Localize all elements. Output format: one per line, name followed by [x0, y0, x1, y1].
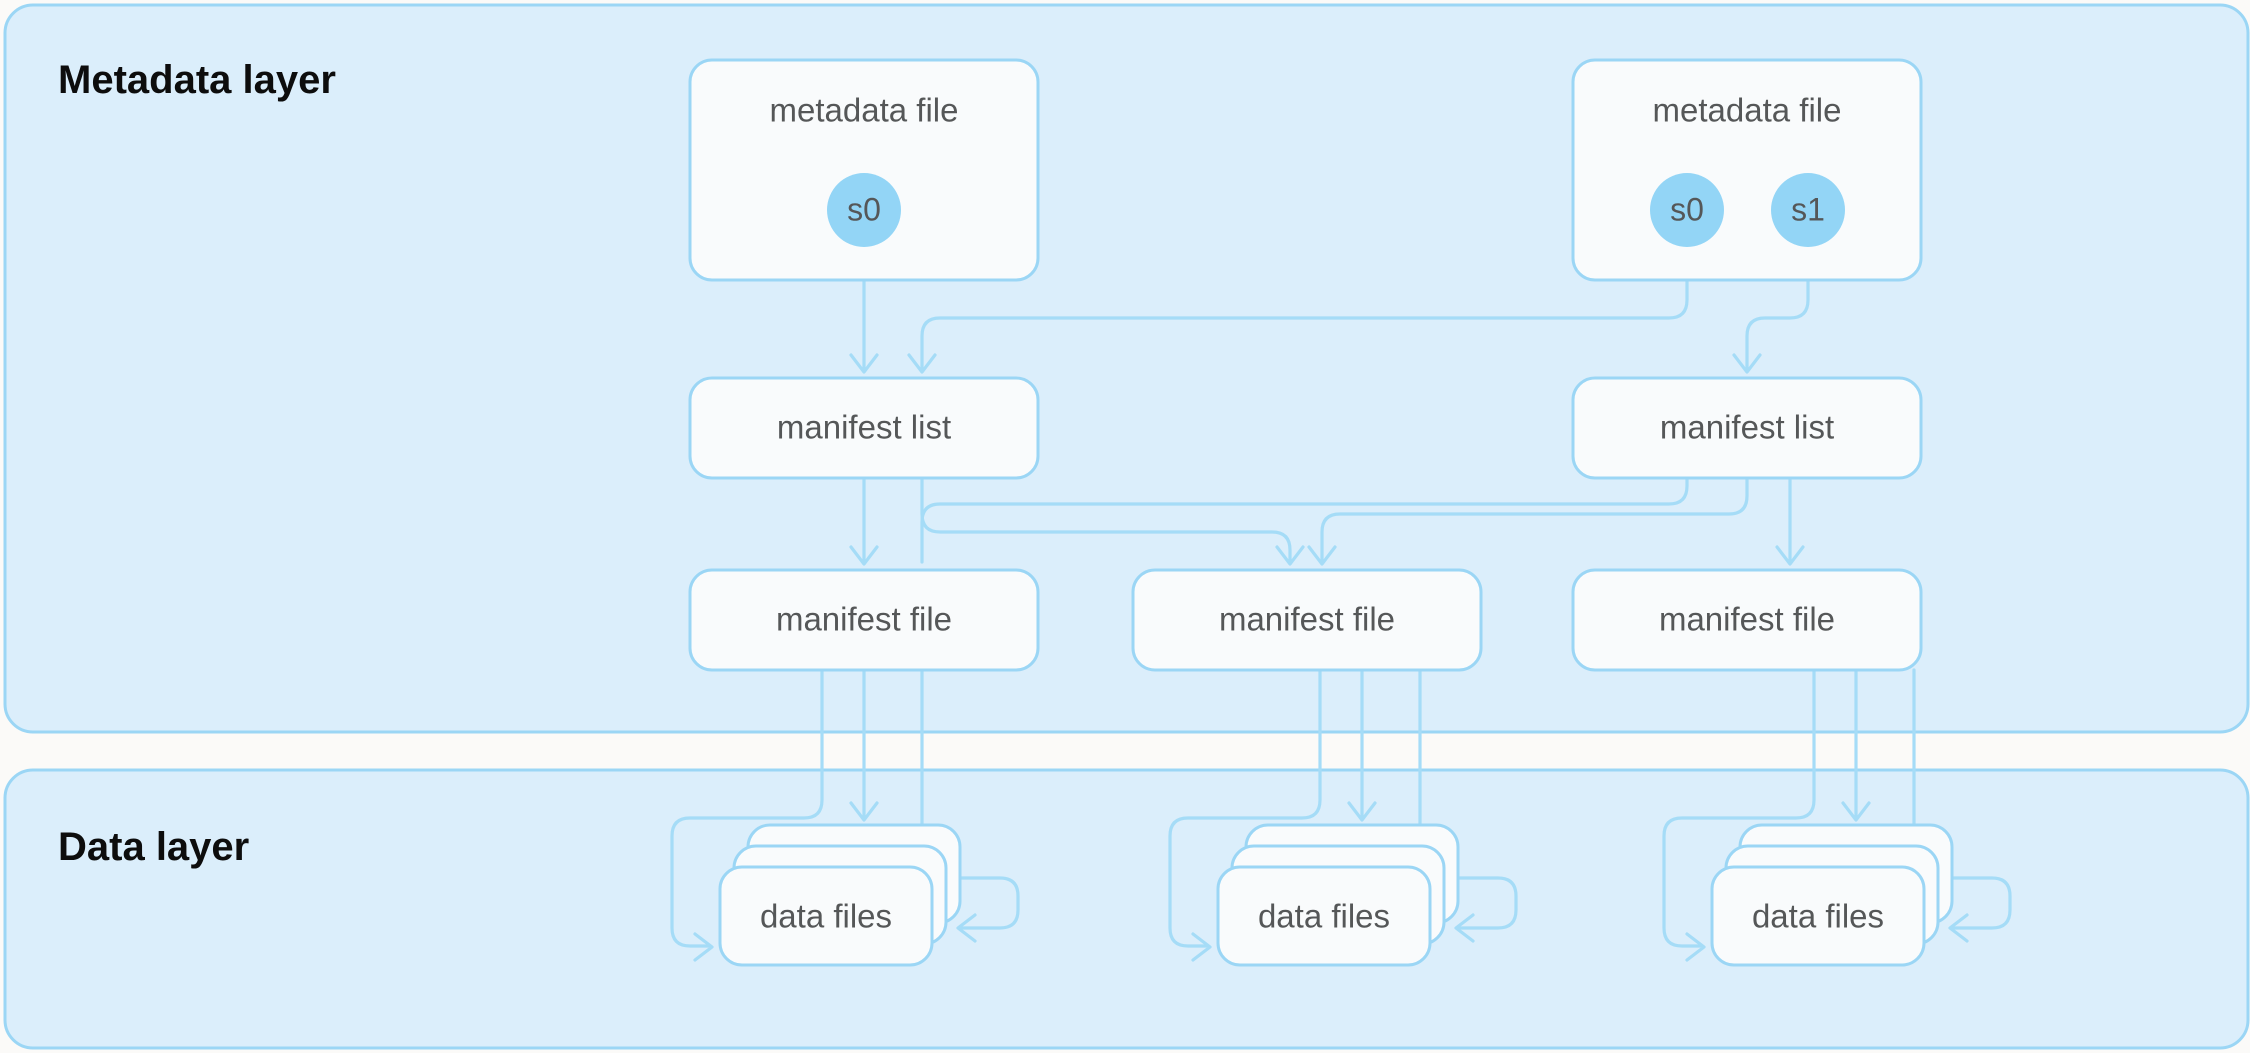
metadata-layer-title: Metadata layer: [58, 58, 336, 102]
edge-arrowhead: [1685, 932, 1706, 962]
data-files-label: data files: [1752, 898, 1884, 935]
edge-arrowhead: [1275, 545, 1305, 566]
manifest-list-left[interactable]: manifest list: [688, 376, 1040, 480]
edges-manifestlist-to-manifestfile: [849, 476, 1805, 566]
edge-mf3-to-df3-loopleft: [1662, 668, 1816, 948]
data-files-card-front[interactable]: [1216, 865, 1432, 967]
manifest-file-2[interactable]: manifest file: [1131, 568, 1483, 672]
edge-mdfright-s0-to-mlleft: [920, 245, 1689, 372]
metadata-file-box[interactable]: [688, 58, 1040, 282]
manifest-file-box[interactable]: [688, 568, 1040, 672]
edge-mlright-to-mf2: [1320, 476, 1749, 564]
snapshot-label: s0: [847, 191, 881, 227]
edge-arrowhead: [849, 353, 879, 374]
snapshot-s1[interactable]: s1: [1771, 173, 1845, 247]
manifest-list-box[interactable]: [1571, 376, 1923, 480]
data-files-label: data files: [760, 898, 892, 935]
edge-arrowhead: [1347, 801, 1377, 822]
manifest-file-label: manifest file: [1659, 601, 1835, 638]
edge-arrowhead: [1732, 353, 1762, 374]
edge-arrowhead: [849, 545, 879, 566]
snapshot-s0[interactable]: s0: [827, 173, 901, 247]
data-files-stack-1[interactable]: data files: [718, 823, 962, 967]
edge-arrowhead: [907, 353, 937, 374]
edge-arrowhead: [956, 913, 977, 943]
edge-arrowhead: [1454, 913, 1475, 943]
snapshot-label: s1: [1791, 191, 1825, 227]
data-files-card-front[interactable]: [718, 865, 934, 967]
edges-metadata-to-manifestlist: [849, 245, 1810, 374]
data-files-stack-3[interactable]: data files: [1710, 823, 1954, 967]
metadata-file-label: metadata file: [770, 92, 959, 129]
edge-mdfright-s1-to-mlright: [1745, 245, 1810, 372]
data-files-stack-2[interactable]: data files: [1216, 823, 1460, 967]
edge-arrowhead: [1841, 801, 1871, 822]
manifest-file-3[interactable]: manifest file: [1571, 568, 1923, 672]
snapshot-label: s0: [1670, 191, 1704, 227]
edge-arrowhead: [693, 932, 714, 962]
edge-arrowhead: [1307, 545, 1337, 566]
data-layer-title: Data layer: [58, 825, 249, 869]
snapshot-circle[interactable]: [1771, 173, 1845, 247]
manifest-list-label: manifest list: [777, 409, 951, 446]
metadata-file-label: metadata file: [1653, 92, 1842, 129]
data-files-card-front[interactable]: [1710, 865, 1926, 967]
manifest-list-box[interactable]: [688, 376, 1040, 480]
edge-arrowhead: [1948, 913, 1969, 943]
manifest-list-right[interactable]: manifest list: [1571, 376, 1923, 480]
edge-mf2-to-df2-loopleft: [1168, 668, 1322, 948]
edge-mf1-to-df1-loopleft: [670, 668, 824, 948]
data-layer-container: Data layer: [3, 768, 2250, 1050]
manifest-file-label: manifest file: [776, 601, 952, 638]
manifest-list-label: manifest list: [1660, 409, 1834, 446]
manifest-file-box[interactable]: [1131, 568, 1483, 672]
data-layer-rect: [3, 768, 2250, 1050]
data-files-label: data files: [1258, 898, 1390, 935]
metadata-file-left[interactable]: metadata file s0: [688, 58, 1040, 282]
manifest-file-1[interactable]: manifest file: [688, 568, 1040, 672]
manifest-file-label: manifest file: [1219, 601, 1395, 638]
edge-mlright-to-mf1: [920, 476, 1689, 564]
edge-arrowhead: [1191, 932, 1212, 962]
metadata-file-right[interactable]: metadata file s0 s1: [1571, 58, 1923, 282]
manifest-file-box[interactable]: [1571, 568, 1923, 672]
snapshot-circle[interactable]: [1650, 173, 1724, 247]
snapshot-circle[interactable]: [827, 173, 901, 247]
edge-arrowhead: [849, 801, 879, 822]
snapshot-s0[interactable]: s0: [1650, 173, 1724, 247]
edge-arrowhead: [1775, 545, 1805, 566]
